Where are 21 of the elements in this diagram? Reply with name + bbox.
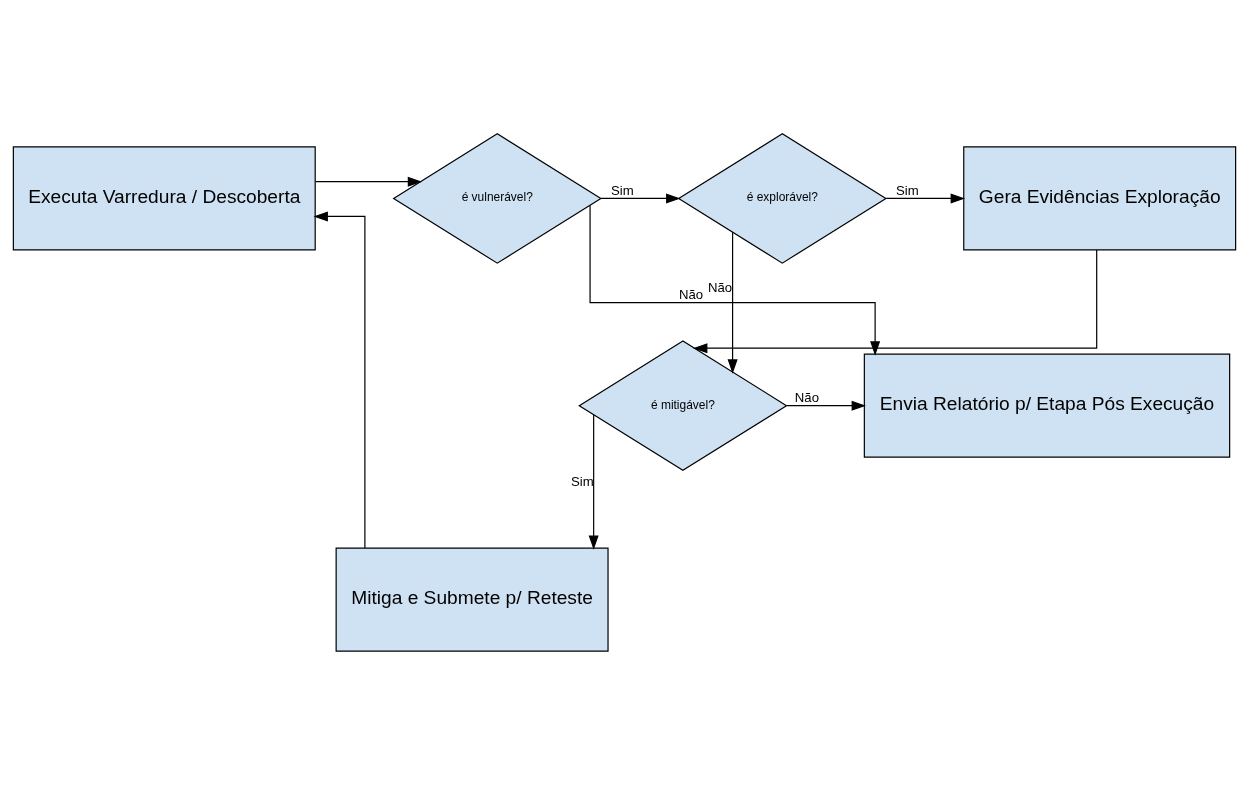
edge-label: Sim — [570, 474, 594, 490]
arrow — [693, 249, 1098, 354]
arrow — [600, 193, 681, 204]
arrow — [313, 211, 366, 549]
edge-label: Sim — [896, 182, 919, 198]
arrow — [786, 400, 866, 411]
edge-label: Sim — [611, 182, 634, 198]
node-diamond: é vulnerável? — [392, 133, 602, 264]
edge-label: Não — [707, 280, 733, 296]
node-box: Gera Evidências Exploração — [963, 146, 1237, 251]
node-box: Mitiga e Submete p/ Reteste — [335, 547, 609, 652]
arrow — [885, 193, 965, 204]
arrow — [315, 176, 423, 187]
edge-label: Não — [794, 389, 819, 405]
arrow — [589, 204, 881, 356]
arrow — [727, 231, 738, 374]
node-box: Envia Relatório p/ Etapa Pós Execução — [863, 353, 1231, 458]
arrow — [588, 414, 599, 550]
node-box: Executa Varredura / Descoberta — [12, 146, 316, 251]
edge-label: Não — [678, 286, 704, 302]
node-diamond: é explorável? — [677, 133, 888, 264]
